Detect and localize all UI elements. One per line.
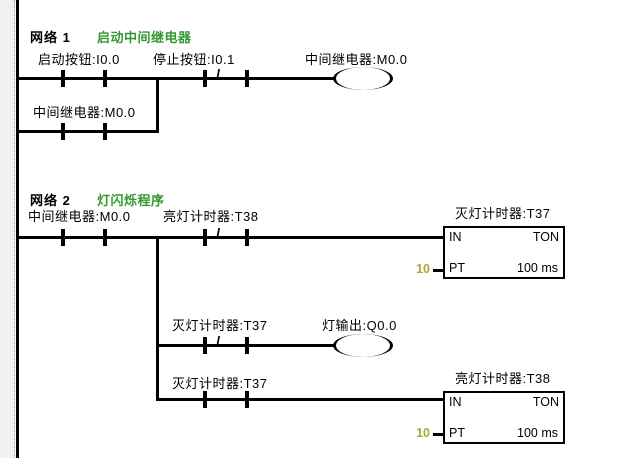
off-timer-no-contact-label: 灭灯计时器:T37 — [172, 376, 268, 391]
page-margin-strip — [0, 0, 15, 458]
ton-function-label: TON — [532, 230, 559, 244]
lamp-coil[interactable] — [333, 334, 393, 357]
network1-comment: 启动中间继电器 — [97, 30, 192, 45]
stop-contact[interactable] — [245, 70, 249, 87]
on-timer-preset-value[interactable]: 10 — [416, 426, 430, 440]
start-contact[interactable] — [61, 70, 65, 87]
pt-pin-wire — [433, 269, 443, 272]
stop-contact-label: 停止按钮:I0.1 — [153, 52, 235, 67]
on-timer-nc-contact[interactable] — [245, 229, 249, 246]
time-base-label: 100 ms — [517, 261, 558, 275]
network1-branch-junction-wire — [156, 77, 159, 133]
network1-title: 网络 1 — [30, 30, 71, 45]
left-power-rail — [16, 0, 19, 458]
start-contact-label: 启动按钮:I0.0 — [38, 52, 120, 67]
off-timer-box-label: 灭灯计时器:T37 — [455, 206, 551, 221]
relay-contact[interactable] — [61, 229, 65, 246]
stop-contact[interactable] — [203, 70, 207, 87]
relay-contact[interactable] — [103, 229, 107, 246]
network1-rung-wire — [19, 77, 335, 80]
on-timer-nc-contact[interactable] — [203, 229, 207, 246]
seal-contact-label: 中间继电器:M0.0 — [33, 105, 136, 120]
network2-comment: 灯闪烁程序 — [97, 193, 165, 208]
off-timer-nc-contact-label: 灭灯计时器:T37 — [172, 318, 268, 333]
on-timer-box[interactable]: IN TON PT 100 ms — [443, 391, 565, 444]
relay-contact-label: 中间继电器:M0.0 — [28, 209, 131, 224]
time-base-label: 100 ms — [517, 426, 558, 440]
on-timer-nc-contact-label: 亮灯计时器:T38 — [163, 209, 259, 224]
network1-branch-wire — [19, 130, 159, 133]
off-timer-nc-contact[interactable] — [245, 337, 249, 354]
pt-pin-label: PT — [449, 261, 465, 275]
network2-branch-junction-wire — [156, 236, 159, 401]
in-pin-label: IN — [449, 230, 462, 244]
off-timer-preset-value[interactable]: 10 — [416, 262, 430, 276]
lamp-coil-label: 灯输出:Q0.0 — [322, 318, 397, 333]
nc-slash-icon: / — [216, 334, 221, 351]
nc-slash-icon: / — [216, 226, 221, 243]
start-contact[interactable] — [103, 70, 107, 87]
seal-contact[interactable] — [61, 123, 65, 140]
relay-coil[interactable] — [333, 67, 393, 90]
nc-slash-icon: / — [216, 67, 221, 84]
pt-pin-label: PT — [449, 426, 465, 440]
seal-contact[interactable] — [103, 123, 107, 140]
network2-branch3-wire — [157, 398, 443, 401]
off-timer-nc-contact[interactable] — [203, 337, 207, 354]
relay-coil-label: 中间继电器:M0.0 — [305, 52, 408, 67]
network2-title: 网络 2 — [30, 193, 71, 208]
off-timer-no-contact[interactable] — [203, 391, 207, 408]
pt-pin-wire — [433, 433, 443, 436]
network2-rung-wire — [19, 236, 443, 239]
ton-function-label: TON — [532, 395, 559, 409]
in-pin-label: IN — [449, 395, 462, 409]
on-timer-box-label: 亮灯计时器:T38 — [455, 371, 551, 386]
off-timer-box[interactable]: IN TON PT 100 ms — [443, 226, 565, 279]
off-timer-no-contact[interactable] — [245, 391, 249, 408]
